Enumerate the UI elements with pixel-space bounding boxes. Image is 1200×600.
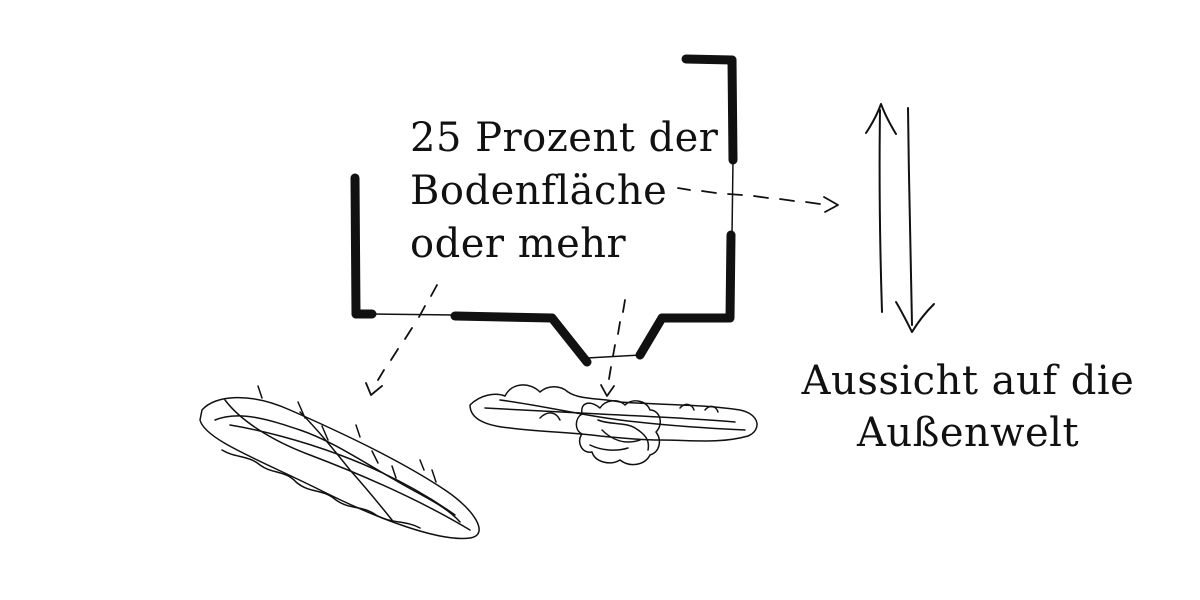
up-arrow-icon: [865, 103, 897, 313]
dashed-arrow-icon: [600, 299, 626, 397]
floor-area-label: 25 Prozent der Bodenfläche oder mehr: [410, 112, 718, 271]
window-line-right: [731, 159, 734, 236]
scribble-icon: [199, 385, 480, 540]
outside-view-label-line-2: Außenwelt: [856, 410, 1080, 456]
floor-area-label-line-1: 25 Prozent der: [410, 115, 719, 161]
floor-area-label-line-3: oder mehr: [410, 221, 627, 267]
window-line-left: [371, 313, 456, 316]
right-wall-upper: [727, 55, 738, 165]
right-wall-lower: [725, 230, 736, 323]
outside-view-label-line-1: Aussicht auf die: [801, 358, 1135, 404]
outside-view-label: Aussicht auf die Außenwelt: [798, 355, 1138, 459]
scribble-icon: [469, 384, 758, 466]
bay-left-side: [547, 313, 592, 367]
dashed-arrow-icon: [365, 284, 438, 396]
bay-right-side: [635, 313, 667, 360]
bottom-wall: [450, 311, 557, 323]
top-wall-stub: [681, 54, 737, 65]
down-arrow-icon: [895, 107, 935, 333]
room-outline: [350, 54, 738, 367]
dashed-arrow-icon: [677, 187, 839, 213]
floor-area-label-line-2: Bodenfläche: [410, 168, 668, 214]
left-wall: [350, 173, 361, 319]
